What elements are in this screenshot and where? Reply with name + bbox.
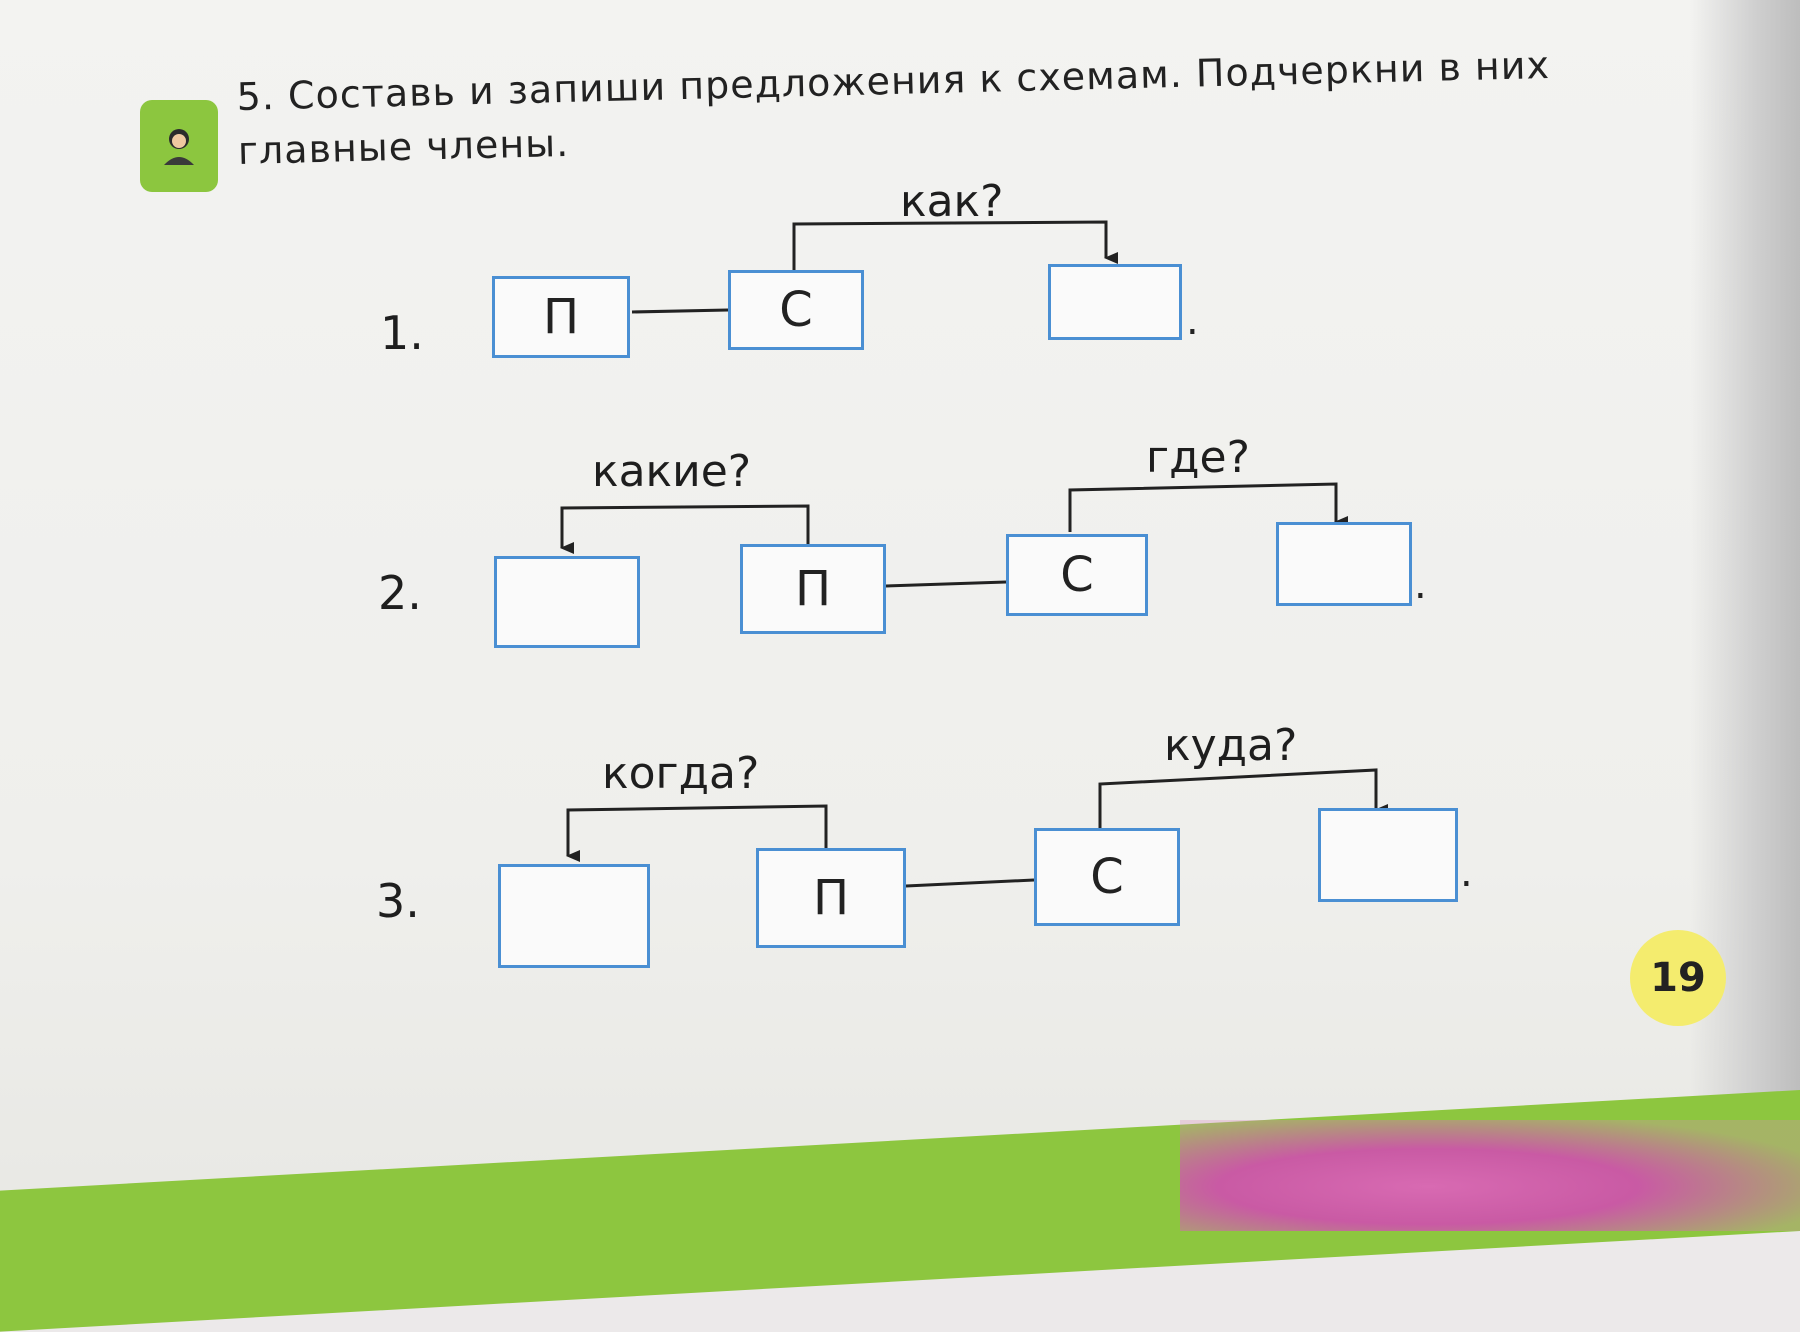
- scheme2-end-dot: .: [1414, 562, 1427, 608]
- scheme3-box-subject: С: [1034, 828, 1180, 926]
- page-number-badge: 19: [1630, 930, 1726, 1026]
- scheme2-number: 2.: [378, 566, 422, 620]
- scheme3-question-kuda: куда?: [1164, 720, 1297, 771]
- scheme3-question-kogda: когда?: [602, 748, 759, 799]
- background-fabric: [1180, 1120, 1800, 1231]
- scheme2-question-kakie: какие?: [592, 446, 751, 497]
- scheme2-question-gde: где?: [1146, 432, 1250, 483]
- scheme1-question-kak: как?: [900, 176, 1003, 227]
- scheme1-box-subject: С: [728, 270, 864, 350]
- scheme3-number: 3.: [376, 874, 420, 928]
- scheme2-box-empty-right: [1276, 522, 1412, 606]
- scheme2-box-predicate: П: [740, 544, 886, 634]
- scheme1-box-predicate: П: [492, 276, 630, 358]
- scheme1-end-dot: .: [1186, 298, 1199, 344]
- scheme2-box-empty-left: [494, 556, 640, 648]
- scheme3-box-predicate: П: [756, 848, 906, 948]
- scheme3-end-dot: .: [1460, 850, 1473, 896]
- scheme1-number: 1.: [380, 306, 424, 360]
- scheme1-box-empty: [1048, 264, 1182, 340]
- student-icon: [140, 100, 218, 192]
- scheme3-box-empty-left: [498, 864, 650, 968]
- scheme3-box-empty-right: [1318, 808, 1458, 902]
- scheme2-box-subject: С: [1006, 534, 1148, 616]
- page-edge-shadow: [1690, 0, 1800, 1231]
